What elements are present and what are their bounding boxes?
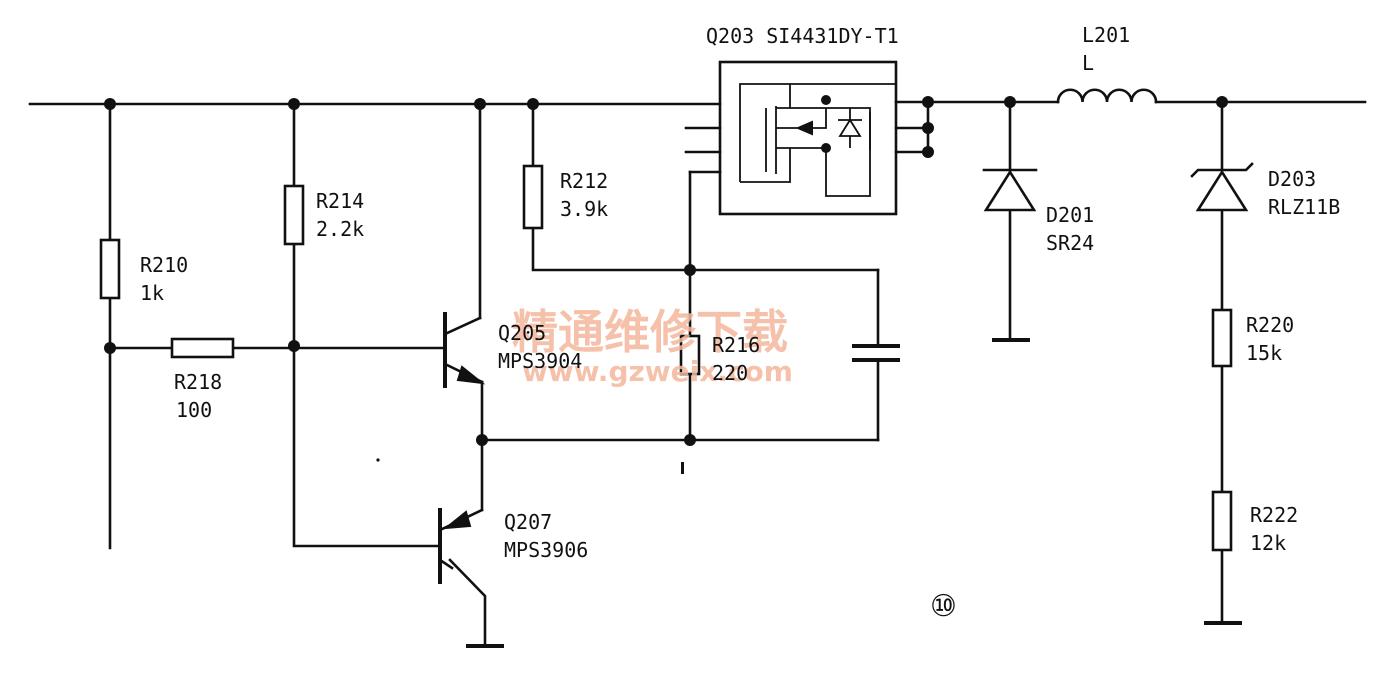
resistor-r222 <box>1211 490 1233 552</box>
wires <box>28 100 1367 647</box>
resistor-r210 <box>99 238 121 300</box>
label-r212-ref: R212 <box>560 169 608 193</box>
label-q207-value: MPS3906 <box>504 538 588 562</box>
label-d203-value: RLZ11B <box>1268 195 1340 219</box>
resistor-r214 <box>283 184 305 246</box>
label-q207-ref: Q207 <box>504 510 552 534</box>
label-d203-ref: D203 <box>1268 167 1316 191</box>
inductor-l201 <box>1056 88 1158 104</box>
label-l201-value: L <box>1082 51 1094 75</box>
ground-symbols <box>466 338 1242 648</box>
watermark-title: 精通维修下载 <box>512 305 788 359</box>
zener-diode-d203 <box>1190 162 1254 212</box>
label-r216-ref: R216 <box>712 333 760 357</box>
label-r220-ref: R220 <box>1246 313 1294 337</box>
label-r218-ref: R218 <box>174 370 222 394</box>
resistor-r216 <box>679 334 701 376</box>
diode-d201 <box>982 168 1038 212</box>
watermark: 精通维修下载 www.gzweix.com <box>512 305 793 388</box>
transistor-q207 <box>438 508 484 584</box>
label-l201-ref: L201 <box>1082 23 1130 47</box>
label-r214-value: 2.2k <box>316 217 364 241</box>
label-d201-value: SR24 <box>1046 231 1094 255</box>
label-q203-ref: Q203 SI4431DY-T1 <box>706 24 899 48</box>
label-r216-value: 220 <box>712 361 748 385</box>
label-r210-ref: R210 <box>140 253 188 277</box>
component-labels: Q203 SI4431DY-T1 L201 L D201 SR24 D203 R… <box>140 23 1340 624</box>
label-r218-value: 100 <box>176 398 212 422</box>
label-r222-value: 12k <box>1250 531 1286 555</box>
figure-number: ⑩ <box>930 589 957 624</box>
label-r222-ref: R222 <box>1250 503 1298 527</box>
label-r212-value: 3.9k <box>560 197 608 221</box>
label-d201-ref: D201 <box>1046 203 1094 227</box>
resistor-r218 <box>170 337 235 359</box>
label-q205-value: MPS3904 <box>498 349 582 373</box>
mosfet-q203 <box>718 60 898 216</box>
watermark-url: www.gzweix.com <box>522 355 793 388</box>
junction-dots <box>104 96 1228 446</box>
label-q205-ref: Q205 <box>498 321 546 345</box>
transistor-q205 <box>443 312 486 388</box>
label-r210-value: 1k <box>140 281 164 305</box>
capacitor <box>852 344 900 362</box>
label-r220-value: 15k <box>1246 341 1282 365</box>
scan-speck <box>681 462 684 474</box>
resistor-r212 <box>522 164 544 230</box>
resistor-r220 <box>1211 308 1233 368</box>
label-r214-ref: R214 <box>316 189 364 213</box>
scan-speck <box>376 458 380 462</box>
